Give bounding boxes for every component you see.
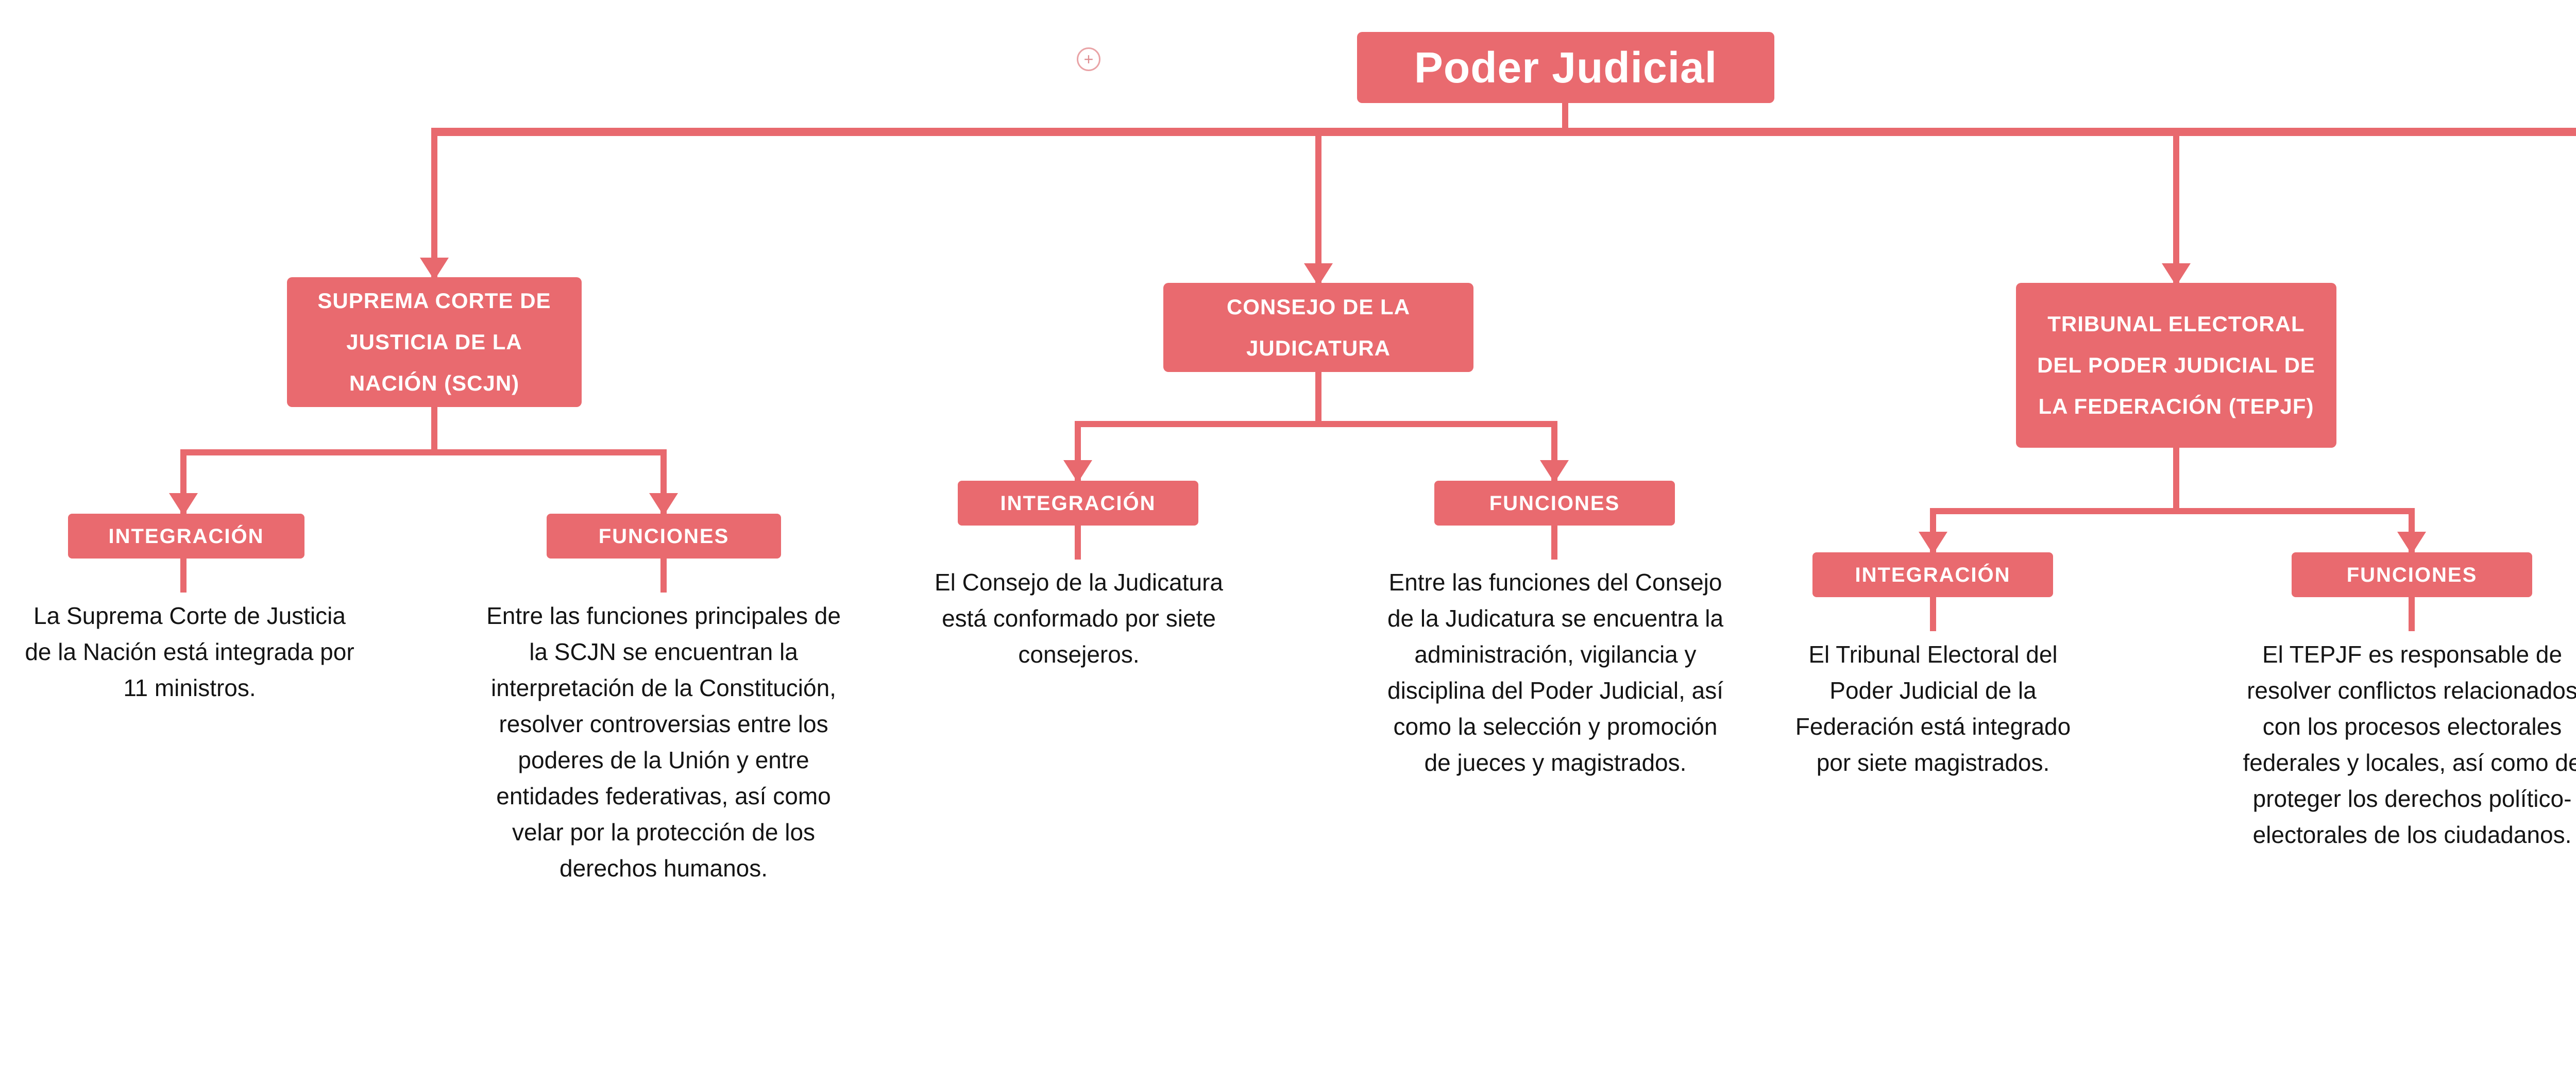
connector-tepjf-childbar (1930, 508, 2415, 514)
arrow-down-icon (1304, 263, 1333, 286)
root-node-poder-judicial[interactable]: Poder Judicial (1357, 32, 1774, 103)
branch-node-scjn[interactable]: SUPREMA CORTE DE JUSTICIA DE LA NACIÓN (… (287, 277, 582, 407)
connector-scjn-funciones-text (660, 559, 667, 593)
text-node-judicatura-funciones[interactable]: Entre las funciones del Consejo de la Ju… (1387, 569, 1724, 776)
connector-judicatura-childbar (1075, 421, 1557, 427)
arrow-down-icon (2397, 532, 2426, 554)
connector-tepjf-integracion-text (1930, 597, 1936, 631)
connector-judicatura-funciones-text (1551, 526, 1557, 560)
branch-node-judicatura[interactable]: CONSEJO DE LA JUDICATURA (1163, 283, 1473, 372)
plus-icon[interactable]: + (1077, 47, 1100, 71)
text-node-tepjf-funciones[interactable]: El TEPJF es responsable de resolver conf… (2243, 641, 2576, 848)
connector-scjn-children (431, 407, 437, 450)
arrow-down-icon (649, 493, 678, 516)
connector-judicatura-integracion-text (1075, 526, 1081, 560)
arrow-down-icon (2162, 263, 2191, 286)
arrow-down-icon (169, 493, 198, 516)
connector-judicatura-children (1315, 372, 1321, 421)
connector-scjn-childbar (180, 449, 667, 455)
label-node-tepjf-funciones[interactable]: FUNCIONES (2292, 552, 2532, 597)
connector-tepjf (2173, 136, 2179, 283)
label-node-scjn-funciones[interactable]: FUNCIONES (547, 514, 781, 559)
label-node-judicatura-funciones[interactable]: FUNCIONES (1434, 481, 1675, 526)
label-node-tepjf-integracion[interactable]: INTEGRACIÓN (1812, 552, 2053, 597)
connector-tepjf-children (2173, 448, 2179, 508)
label-node-judicatura-integracion[interactable]: INTEGRACIÓN (958, 481, 1198, 526)
connector-tepjf-funciones-text (2409, 597, 2415, 631)
arrow-down-icon (1919, 532, 1947, 554)
arrow-down-icon (420, 258, 449, 280)
connector-main-bar (431, 128, 2576, 136)
arrow-down-icon (1540, 460, 1569, 483)
connector-scjn-integracion-text (180, 559, 187, 593)
branch-node-tepjf[interactable]: TRIBUNAL ELECTORAL DEL PODER JUDICIAL DE… (2016, 283, 2336, 448)
text-node-scjn-integracion[interactable]: La Suprema Corte de Justicia de la Nació… (25, 602, 354, 701)
text-node-tepjf-integracion[interactable]: El Tribunal Electoral del Poder Judicial… (1795, 641, 2071, 776)
connector-root-stem (1562, 103, 1568, 130)
text-node-scjn-funciones[interactable]: Entre las funciones principales de la SC… (486, 602, 841, 882)
label-node-scjn-integracion[interactable]: INTEGRACIÓN (68, 514, 304, 559)
connector-scjn (431, 136, 437, 277)
text-node-judicatura-integracion[interactable]: El Consejo de la Judicatura está conform… (935, 569, 1223, 668)
connector-judicatura (1315, 136, 1321, 283)
arrow-down-icon (1063, 460, 1092, 483)
